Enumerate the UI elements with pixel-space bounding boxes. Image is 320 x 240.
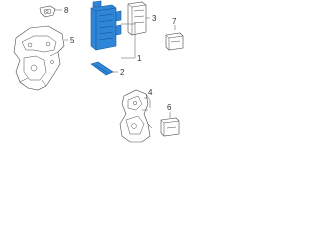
callout-1: 1 [137,54,142,63]
callout-5: 5 [70,36,75,45]
leader-lines [55,9,176,118]
callout-7: 7 [172,17,177,26]
part-7-module[interactable] [165,32,184,51]
callout-3: 3 [152,14,157,23]
part-4-lower-bracket[interactable] [119,89,153,143]
part-6-module[interactable] [160,117,180,137]
part-8-bracket[interactable] [39,5,56,18]
callout-4: 4 [148,88,153,97]
callout-8: 8 [64,6,69,15]
part-5-mounting-bracket[interactable] [13,25,65,91]
parts-diagram: 8 5 1 2 3 7 4 6 [13,0,184,143]
part-2-bracket-strip[interactable] [90,61,114,76]
callout-2: 2 [120,68,125,77]
part-3-module[interactable] [127,1,147,36]
part-1-control-module[interactable] [90,0,122,51]
callout-6: 6 [167,103,172,112]
